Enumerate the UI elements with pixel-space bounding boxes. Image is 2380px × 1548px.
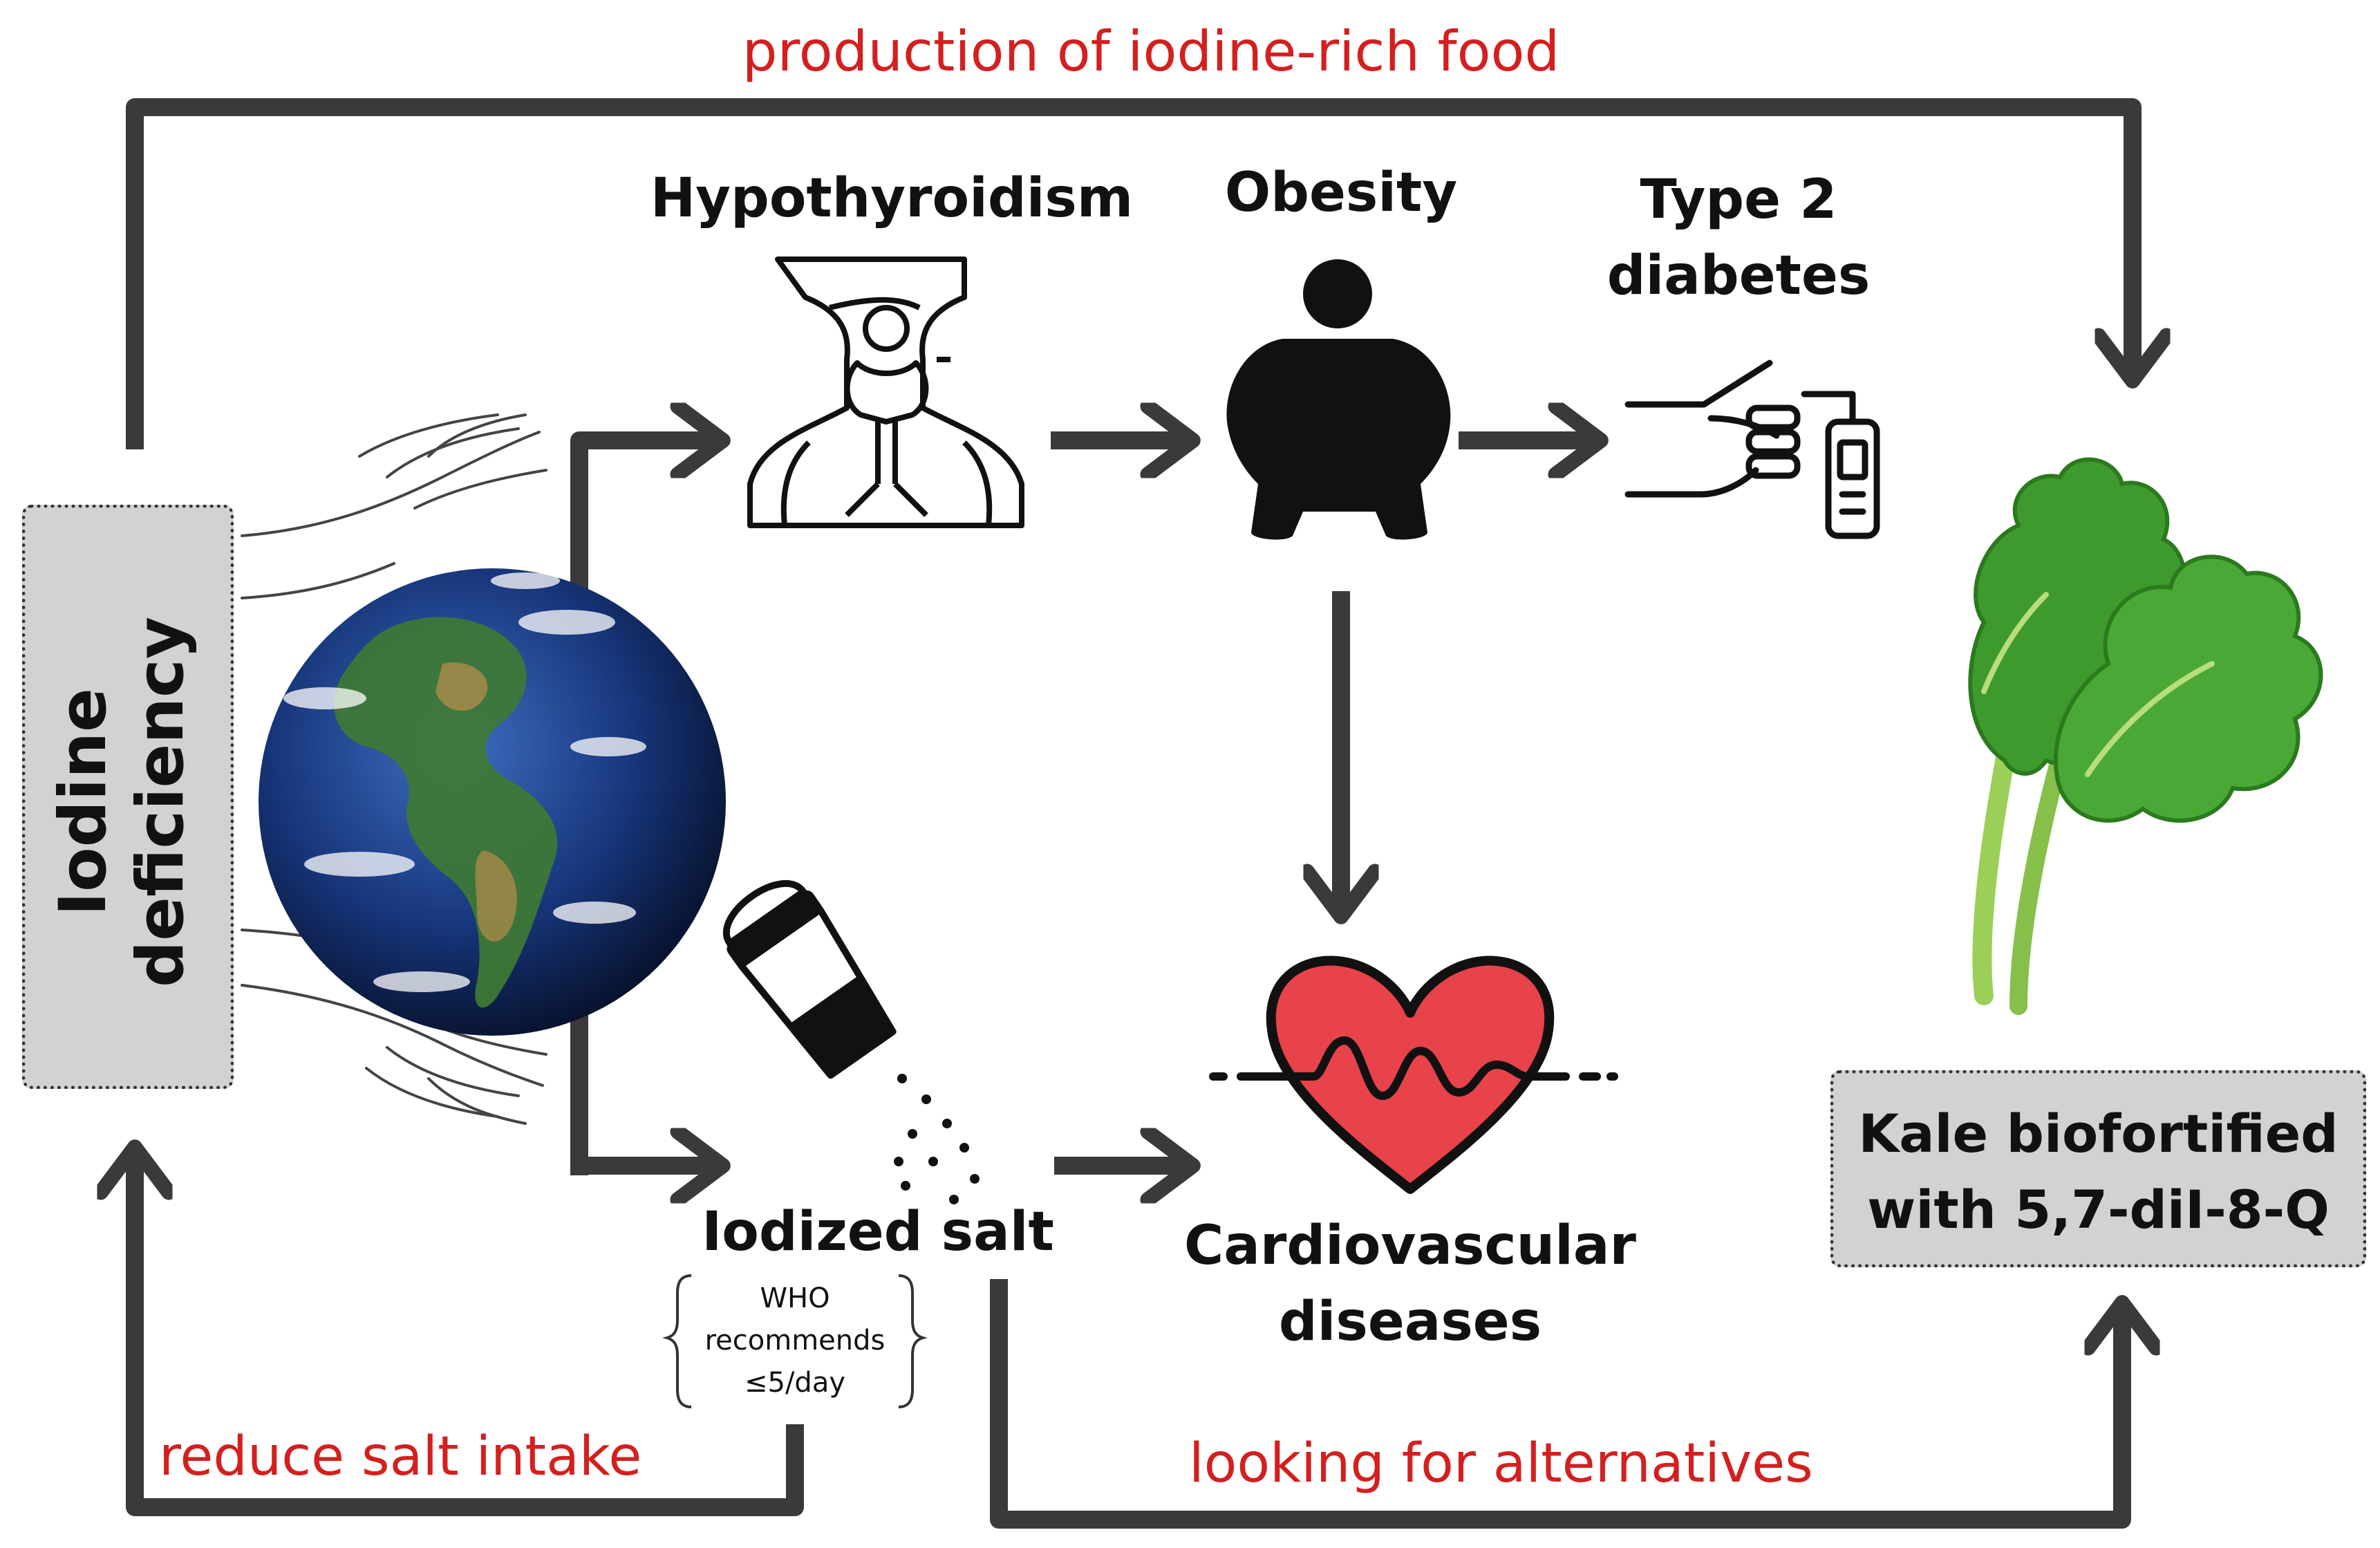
who-note-line2: recommends <box>704 1325 886 1356</box>
cardio-label-line2: diseases <box>1278 1291 1542 1353</box>
iodized-salt-label: Iodized salt <box>702 1201 1054 1263</box>
who-braces <box>662 1274 928 1408</box>
kale-box <box>1830 1070 2366 1267</box>
type2-label-line2: diabetes <box>1606 245 1871 307</box>
kale-label-line2: with 5,7-diI-8-Q <box>1867 1179 2330 1240</box>
reduce-salt-label: reduce salt intake <box>159 1426 642 1488</box>
thyroid-body-icon <box>747 257 1024 528</box>
alternatives-label: looking for alternatives <box>1189 1433 1813 1495</box>
obesity-label: Obesity <box>1224 162 1458 224</box>
hands-icon <box>241 413 547 1125</box>
arrow-top-loop <box>126 98 2133 449</box>
iodine-deficiency-label: Iodine deficiency <box>45 515 211 1089</box>
salt-shaker-icon <box>722 880 980 1204</box>
arrow-alternatives-loop <box>990 1279 2122 1529</box>
cardio-label-line1: Cardiovascular <box>1183 1215 1636 1277</box>
obese-person-icon <box>1226 259 1451 540</box>
type2-label-line1: Type 2 <box>1640 169 1837 231</box>
iodine-label-line1: Iodine <box>46 688 121 916</box>
who-note-line3: ≤5/day <box>744 1367 845 1399</box>
arrow-to-iodized-salt <box>570 968 715 1166</box>
who-note-line1: WHO <box>760 1283 830 1314</box>
iodine-deficiency-box <box>22 505 234 1089</box>
heart-pulse-icon <box>1209 955 1618 1194</box>
hypothyroidism-label: Hypothyroidism <box>650 167 1134 230</box>
arrow-reduce-salt-loop <box>135 1155 804 1516</box>
kale-label-line1: Kale biofortified <box>1858 1103 2339 1164</box>
who-note: WHO recommends ≤5/day <box>681 1278 909 1404</box>
glucose-meter-icon <box>1624 360 1880 539</box>
kale-leaf-icon <box>1968 457 2323 1015</box>
iodine-label-line2: deficiency <box>123 616 198 988</box>
earth-globe-icon <box>259 568 726 1036</box>
production-label: production of iodine-rich food <box>742 19 1560 84</box>
